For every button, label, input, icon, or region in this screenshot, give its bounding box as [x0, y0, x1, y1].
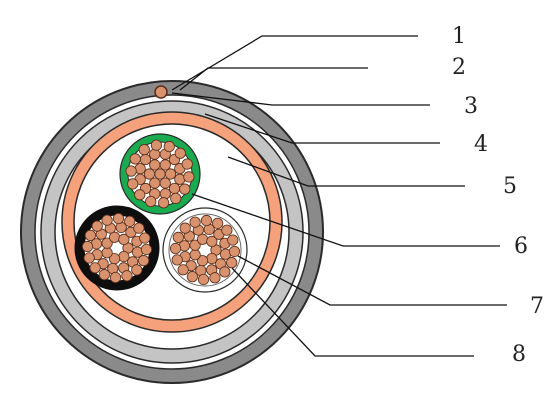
copper-strand: [101, 214, 113, 226]
copper-strand: [101, 247, 113, 259]
copper-strand: [143, 168, 156, 180]
copper-strand: [125, 165, 137, 177]
copper-strand: [124, 215, 136, 227]
drain-wire-strand: [154, 85, 168, 99]
leader-line-5: [227, 156, 465, 187]
callout-label-2: 2: [452, 55, 466, 80]
copper-strand: [133, 222, 145, 234]
copper-strand: [206, 235, 218, 247]
leader-line-3: [171, 92, 430, 106]
copper-strand: [212, 217, 224, 229]
copper-strand: [83, 252, 95, 264]
copper-strand: [159, 188, 171, 200]
copper-strand: [109, 271, 122, 284]
conductor-black: [74, 205, 160, 291]
copper-strand: [159, 177, 171, 189]
copper-strand: [189, 249, 201, 261]
copper-strand: [149, 177, 161, 189]
callout-label-5: 5: [503, 174, 517, 199]
leader-line-4: [204, 113, 440, 144]
copper-strand: [139, 153, 152, 166]
copper-strand: [149, 148, 161, 160]
copper-strand: [145, 195, 157, 208]
copper-strand: [221, 224, 233, 236]
copper-strand: [118, 233, 130, 245]
conductor-white: [162, 207, 248, 293]
copper-strand: [91, 220, 103, 232]
leader-line-7: [237, 255, 507, 306]
copper-strand: [131, 264, 143, 276]
copper-strand: [228, 245, 241, 258]
copper-strand: [197, 273, 210, 286]
leader-line-8: [231, 267, 474, 357]
callout-label-8: 8: [512, 342, 526, 367]
copper-strand: [154, 168, 166, 180]
copper-strand: [226, 257, 238, 269]
copper-strand: [219, 266, 231, 278]
copper-strand: [139, 232, 151, 244]
copper-strand: [127, 178, 139, 190]
copper-strand: [112, 212, 125, 225]
copper-strand: [150, 139, 163, 151]
callout-label-6: 6: [514, 234, 528, 259]
copper-strand: [159, 159, 171, 171]
callout-label-1: 1: [452, 24, 466, 49]
copper-strand: [89, 262, 101, 274]
copper-strand: [174, 147, 186, 159]
copper-strand: [170, 192, 182, 204]
copper-strand: [172, 231, 184, 243]
copper-strand: [157, 197, 170, 209]
copper-strand: [129, 153, 141, 165]
copper-strand: [121, 270, 133, 282]
copper-strand: [138, 255, 150, 267]
copper-strand: [179, 222, 191, 234]
copper-strand: [179, 183, 191, 195]
copper-strand: [140, 243, 153, 256]
conductors: [74, 133, 248, 293]
copper-strand: [189, 216, 201, 228]
copper-strand: [181, 158, 193, 170]
copper-strand: [134, 189, 146, 201]
copper-strand: [209, 272, 221, 284]
drain-wire: [154, 85, 168, 99]
copper-strand: [227, 234, 239, 246]
leader-lines: [171, 35, 507, 357]
copper-strand: [84, 229, 96, 241]
leader-line-1: [171, 35, 418, 91]
copper-strand: [169, 242, 182, 255]
copper-strand: [149, 159, 161, 171]
copper-strand: [168, 182, 181, 195]
copper-strand: [81, 240, 94, 253]
copper-strand: [177, 264, 189, 276]
copper-strand: [98, 269, 110, 281]
callout-label-7: 7: [530, 294, 544, 319]
leader-line-2: [179, 67, 368, 91]
copper-strand: [186, 271, 198, 283]
leader-line-6: [191, 193, 500, 247]
copper-strand: [183, 171, 195, 183]
copper-strand: [138, 144, 150, 156]
copper-strand: [171, 254, 183, 266]
copper-strand: [164, 168, 177, 180]
callout-label-3: 3: [464, 94, 478, 119]
copper-strand: [163, 140, 175, 153]
conductor-green: [119, 133, 201, 215]
copper-strand: [200, 214, 213, 227]
callout-label-4: 4: [474, 132, 488, 157]
